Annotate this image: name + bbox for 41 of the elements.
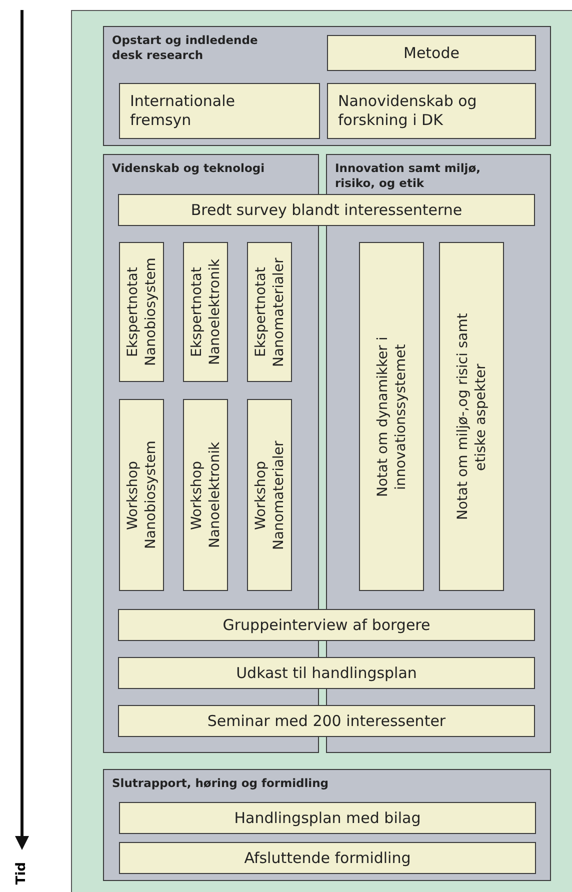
activity-text: Seminar med 200 interessenter [207, 712, 446, 730]
activity-box [119, 399, 164, 591]
axis-label: Tid [13, 862, 30, 885]
activity-text: Workshop Nanomaterialer [252, 439, 288, 552]
activity-box [183, 242, 228, 382]
activity-text: Internationale fremsyn [130, 92, 236, 130]
activity-text: Workshop Nanoelektronik [188, 440, 224, 550]
panel-heading: Innovation samt miljø, risiko, og etik [335, 161, 482, 191]
activity-text: Ekspertnotat Nanomaterialer [252, 256, 288, 369]
panel-heading: Slutrapport, høring og formidling [112, 776, 330, 791]
activity-box [119, 842, 536, 874]
activity-text: Handlingsplan med bilag [234, 808, 421, 828]
activity-text: Ekspertnotat Nanobiosystem [124, 256, 160, 368]
phase-panel [103, 26, 551, 146]
activity-box [247, 399, 292, 591]
activity-text: Notat om miljø-,og risici samt etiske aspekter [454, 312, 490, 522]
activity-box [439, 242, 504, 591]
activity-text: Nanovidenskab og forskning i DK [338, 92, 478, 130]
activity-text: Gruppeinterview af borgere [222, 616, 430, 634]
activity-box [119, 83, 320, 139]
activity-text: Workshop Nanobiosystem [124, 440, 160, 552]
activity-box [247, 242, 292, 382]
panel-heading: Videnskab og teknologi [112, 161, 266, 176]
activity-text: Ekspertnotat Nanoelektronik [188, 258, 224, 368]
activity-box [118, 609, 535, 641]
activity-box [119, 802, 536, 834]
activity-box [119, 242, 164, 382]
activity-box [359, 242, 424, 591]
activity-box [327, 35, 536, 71]
activity-text: Notat om dynamikker i innovationssystemet [374, 335, 410, 499]
phase-panel [103, 769, 551, 881]
activity-text: Metode [404, 44, 460, 62]
activity-box [327, 83, 536, 139]
activity-box [118, 705, 535, 737]
activity-box [118, 657, 535, 689]
activity-box [118, 194, 535, 226]
activity-text: Udkast til handlingsplan [236, 664, 417, 682]
activity-box [183, 399, 228, 591]
activity-text: Bredt survey blandt interessenterne [190, 200, 462, 220]
panel-heading: Opstart og indledende desk research [112, 33, 259, 63]
activity-text: Afsluttende formidling [244, 848, 411, 868]
